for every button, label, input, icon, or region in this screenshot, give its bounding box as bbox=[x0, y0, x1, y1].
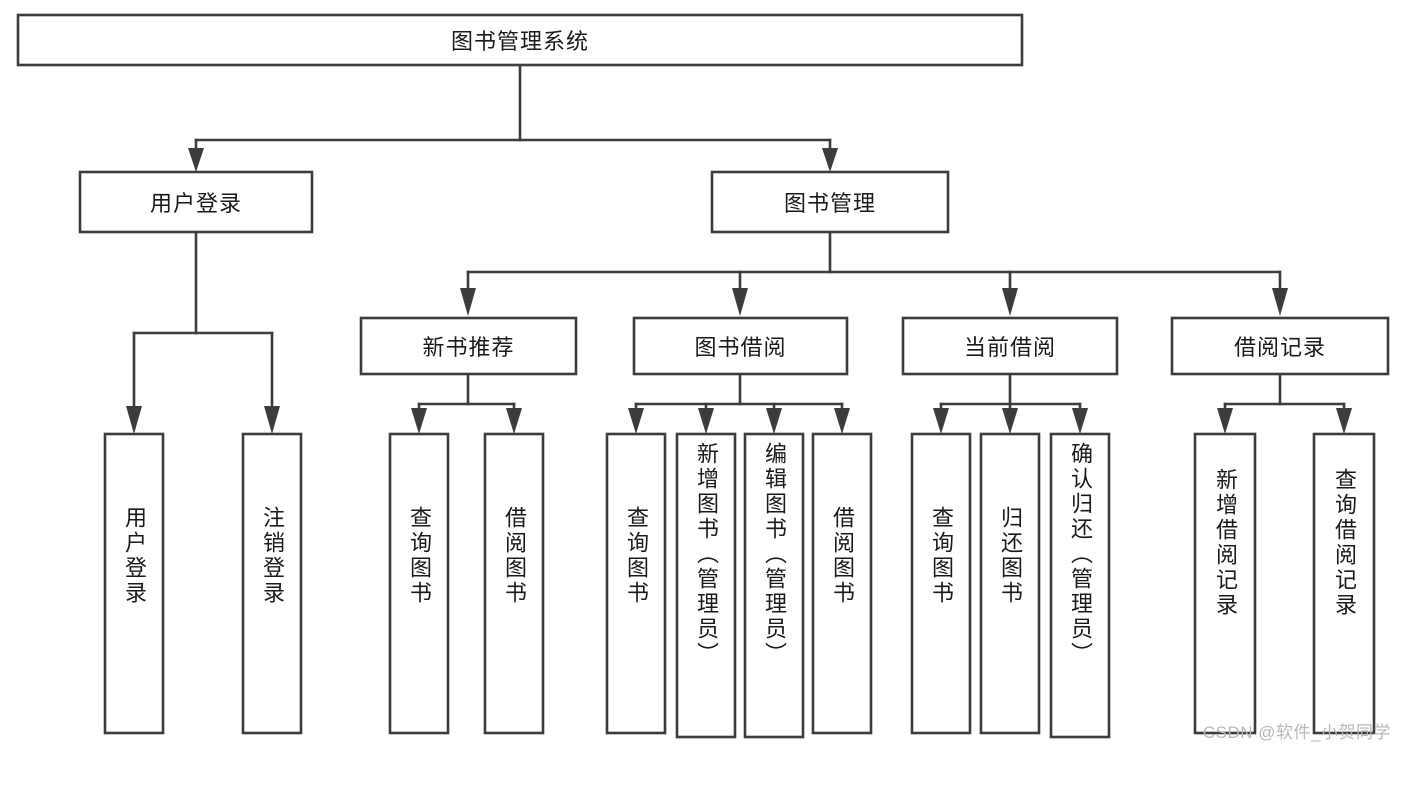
arrow-head-leaf-user-login bbox=[126, 406, 142, 434]
node-new-book-recommend-box[interactable] bbox=[359, 316, 578, 376]
node-root-box[interactable] bbox=[16, 13, 1024, 67]
node-leaf-edit-book-box[interactable] bbox=[743, 432, 805, 739]
diagram-canvas bbox=[16, 13, 1390, 739]
node-leaf-add-book-box[interactable] bbox=[675, 432, 737, 739]
arrow-head-leaf-return-book bbox=[1002, 408, 1018, 434]
node-leaf-return-book-box[interactable] bbox=[979, 432, 1041, 735]
arrow-head-book-borrow bbox=[732, 288, 748, 316]
arrow-head-leaf-query-book-cur bbox=[933, 408, 949, 434]
node-leaf-borrow-book-box[interactable] bbox=[811, 432, 873, 735]
arrow-head-user-login bbox=[188, 148, 204, 172]
arrow-head-current-borrow bbox=[1002, 288, 1018, 316]
connector-layer bbox=[126, 63, 1352, 434]
arrow-head-borrow-record bbox=[1272, 288, 1288, 316]
node-leaf-borrow-book-rec-box[interactable] bbox=[483, 432, 545, 735]
node-book-borrow-box[interactable] bbox=[632, 316, 849, 376]
arrow-head-leaf-logout-login bbox=[264, 406, 280, 434]
node-book-manage-box[interactable] bbox=[710, 170, 950, 234]
node-user-login-box[interactable] bbox=[78, 170, 314, 234]
arrow-head-leaf-add-book bbox=[698, 408, 714, 434]
node-leaf-user-login-box[interactable] bbox=[103, 432, 165, 735]
node-leaf-confirm-return-box[interactable] bbox=[1049, 432, 1111, 739]
node-leaf-query-book-cur-box[interactable] bbox=[910, 432, 972, 735]
node-leaf-add-record-box[interactable] bbox=[1193, 432, 1257, 735]
node-leaf-query-record-box[interactable] bbox=[1312, 432, 1376, 735]
arrow-head-leaf-add-record bbox=[1217, 408, 1233, 434]
node-leaf-query-book-borrow-box[interactable] bbox=[605, 432, 667, 735]
arrow-head-leaf-borrow-book bbox=[834, 408, 850, 434]
arrow-head-leaf-confirm-return bbox=[1072, 408, 1088, 434]
node-current-borrow-box[interactable] bbox=[901, 316, 1119, 376]
arrow-head-leaf-query-book-rec bbox=[411, 408, 427, 434]
arrow-head-new-book-recommend bbox=[460, 288, 476, 316]
node-box-layer bbox=[16, 13, 1390, 739]
arrow-head-book-manage bbox=[822, 148, 838, 172]
node-borrow-record-box[interactable] bbox=[1170, 316, 1390, 376]
arrow-head-leaf-borrow-book-rec bbox=[506, 408, 522, 434]
arrow-head-leaf-query-book-borrow bbox=[628, 408, 644, 434]
arrow-head-leaf-query-record bbox=[1336, 408, 1352, 434]
node-leaf-logout-login-box[interactable] bbox=[241, 432, 303, 735]
node-leaf-query-book-rec-box[interactable] bbox=[388, 432, 450, 735]
arrow-head-leaf-edit-book bbox=[766, 408, 782, 434]
system-architecture-diagram: 图书管理系统 用户登录 图书管理 新书推荐 图书借阅 当前借阅 借阅记录 用户登… bbox=[16, 13, 1391, 742]
